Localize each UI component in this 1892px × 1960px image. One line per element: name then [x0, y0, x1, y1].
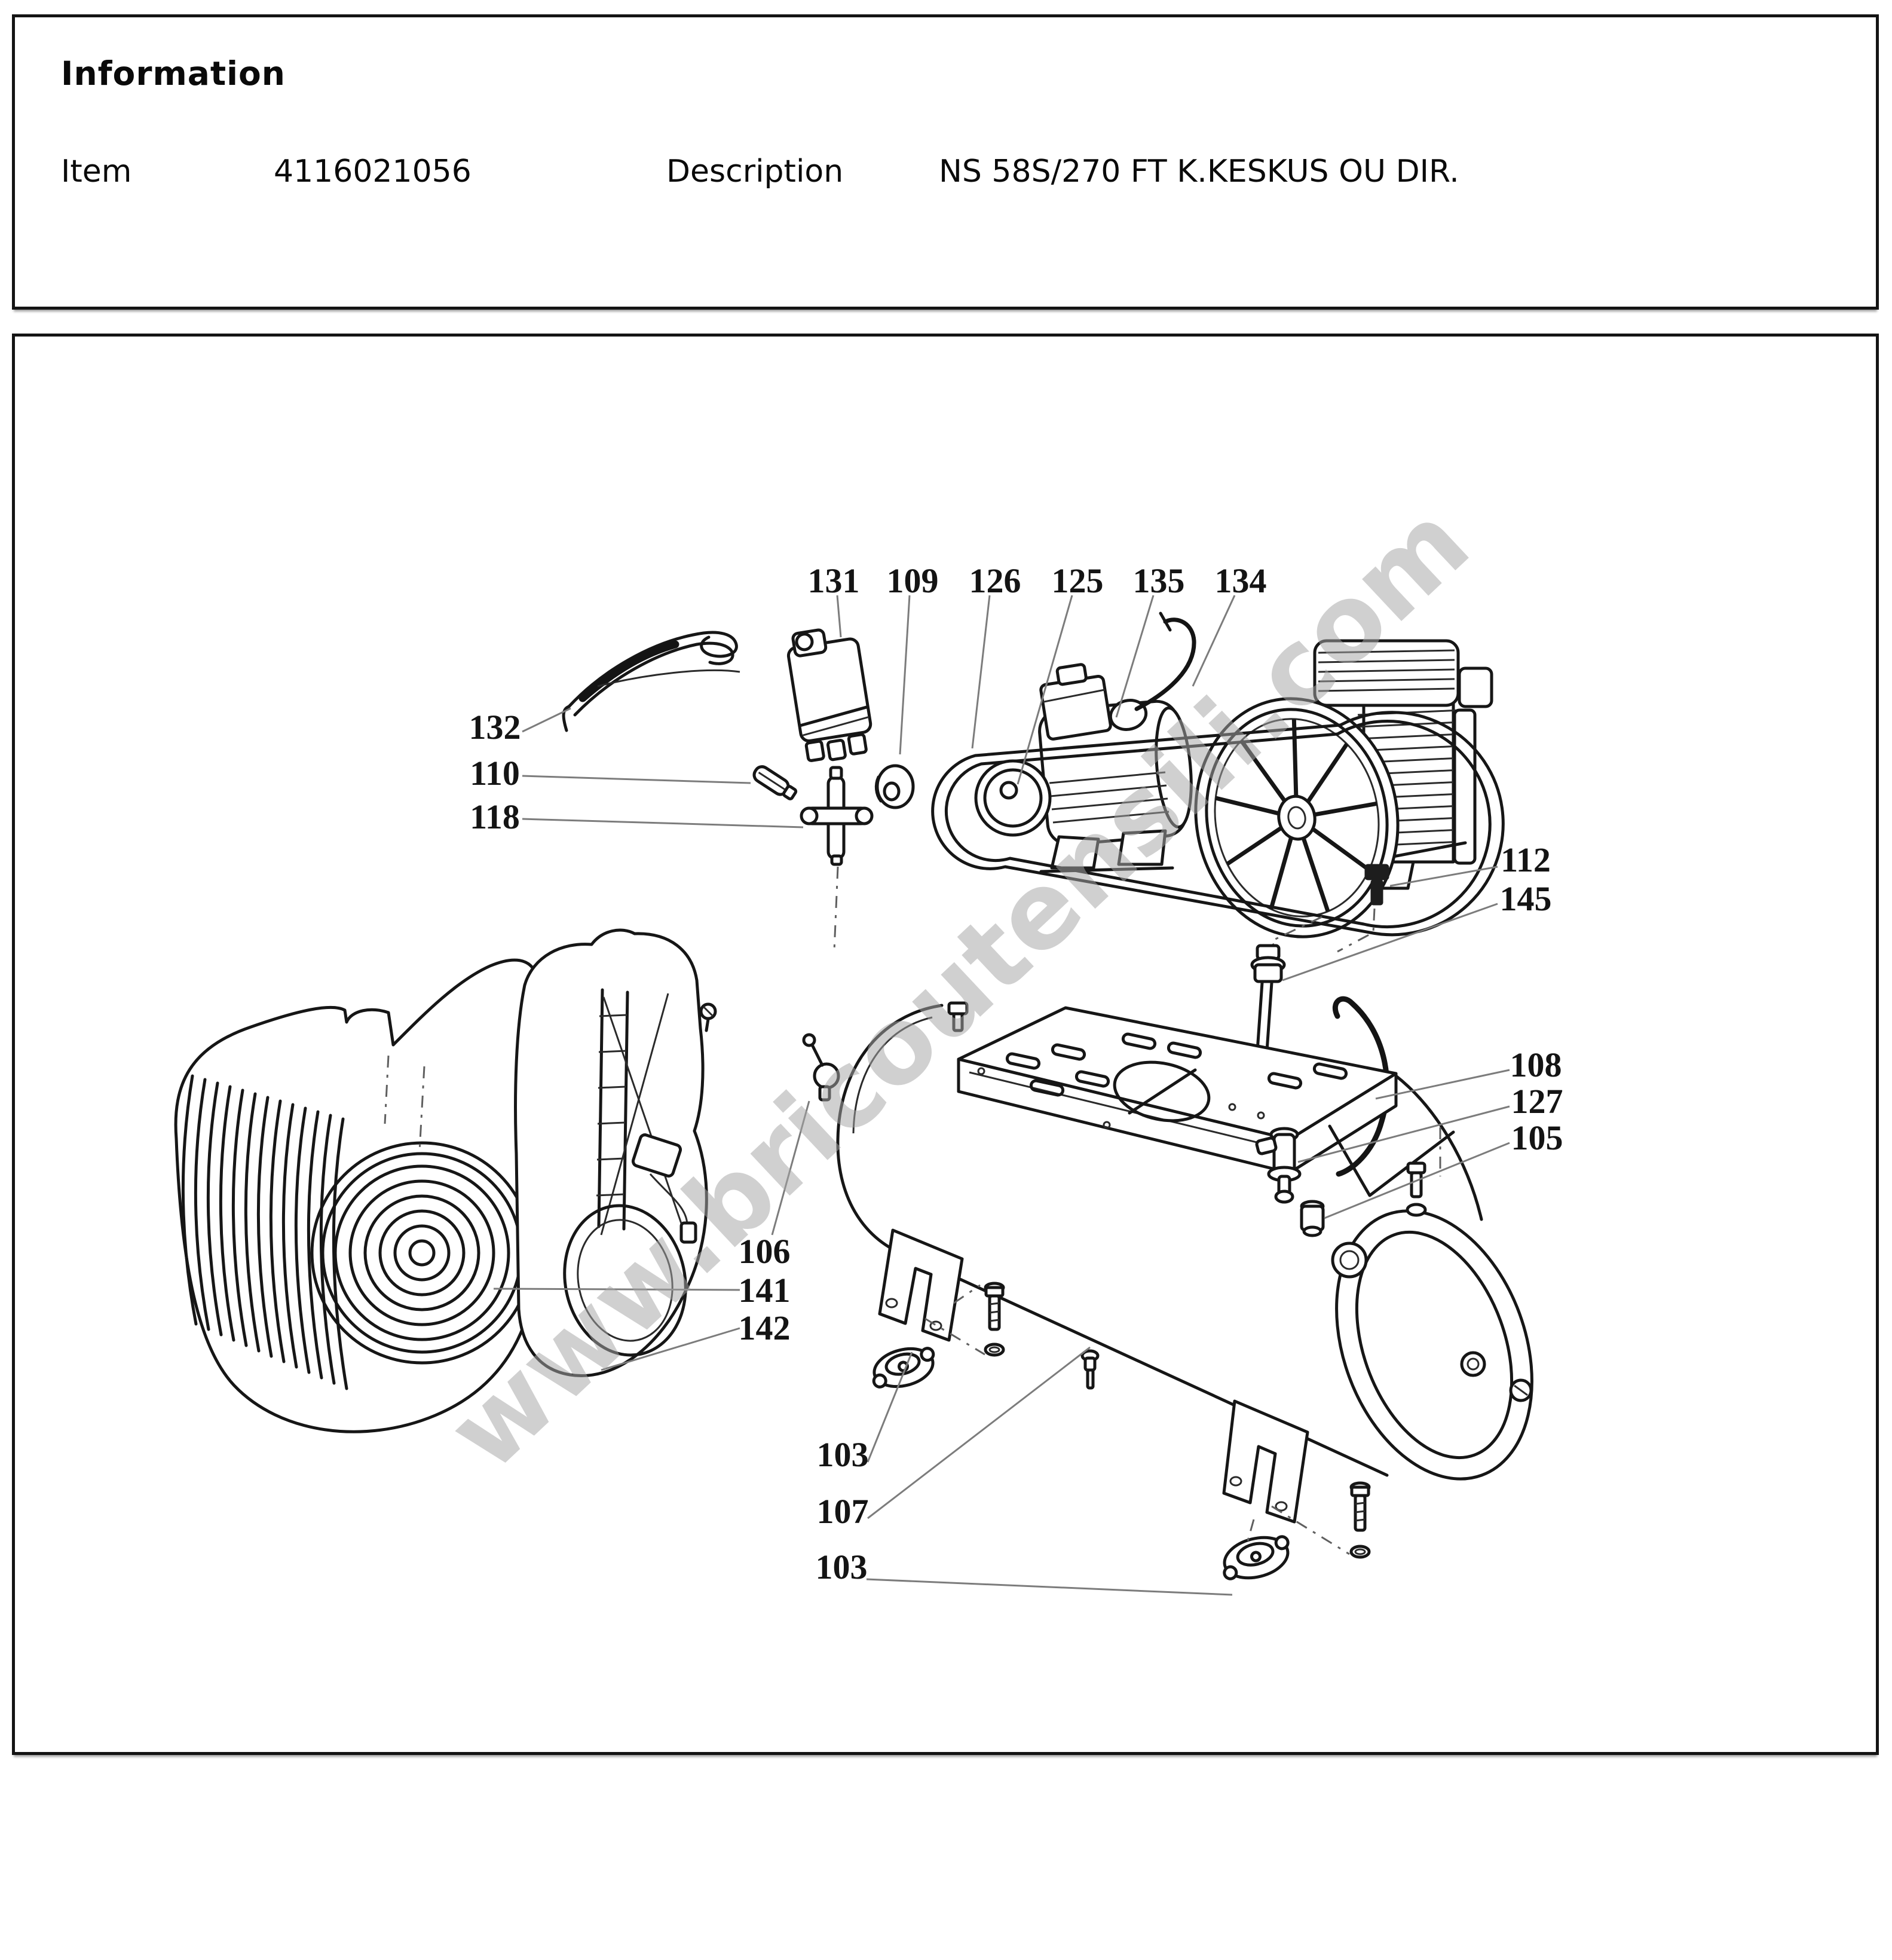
platform-slots	[1005, 1032, 1348, 1097]
pump-bolt	[1364, 864, 1389, 906]
panel-title: Information	[61, 54, 286, 93]
callout-112: 112	[1501, 840, 1551, 879]
callout-145: 145	[1500, 879, 1552, 918]
description-value: NS 58S/270 FT K.KESKUS OU DIR.	[939, 154, 1459, 189]
leader-lines	[493, 595, 1510, 1596]
callout-110: 110	[470, 754, 520, 793]
callout-103-b: 103	[816, 1548, 868, 1586]
callout-105: 105	[1511, 1118, 1563, 1157]
terminal-box	[1039, 663, 1112, 741]
mounting-platform	[947, 1001, 1455, 1197]
callout-132: 132	[469, 708, 521, 747]
rubber-foot-rear	[1223, 1535, 1290, 1580]
callout-126: 126	[969, 561, 1021, 600]
pressure-switch	[786, 628, 872, 762]
callout-106: 106	[739, 1232, 791, 1271]
callout-134: 134	[1215, 561, 1267, 600]
leg-bolt-rear	[1349, 1481, 1371, 1559]
pump-unit	[1313, 639, 1493, 890]
callout-141: 141	[739, 1271, 791, 1310]
nipple-fitting	[1300, 1200, 1325, 1237]
callout-103-a: 103	[817, 1435, 869, 1474]
drive-belt	[931, 711, 1505, 937]
tank-cap	[1331, 1242, 1368, 1279]
platform-bolt-pair	[1406, 1161, 1427, 1217]
tank-bolt-107	[1080, 1349, 1100, 1390]
description-label: Description	[666, 154, 844, 189]
cover-screw	[699, 1002, 717, 1032]
callout-131: 131	[808, 561, 860, 600]
callout-127: 127	[1511, 1082, 1563, 1121]
rear-leg	[1222, 1399, 1309, 1524]
air-tank	[836, 1004, 1533, 1481]
rubber-foot-front	[872, 1347, 935, 1389]
information-panel: Information Item 4116021056 Description …	[12, 14, 1879, 310]
front-leg	[878, 1228, 964, 1342]
switch-button	[874, 764, 915, 809]
callout-125: 125	[1052, 561, 1104, 600]
callout-118: 118	[470, 797, 520, 836]
cross-fitting	[800, 766, 874, 866]
item-value: 4116021056	[274, 154, 472, 189]
callout-108: 108	[1510, 1045, 1562, 1084]
callout-107: 107	[817, 1492, 869, 1531]
leg-bolt-front	[984, 1282, 1005, 1357]
motor-pulley	[974, 759, 1052, 837]
cover-vent-slats	[181, 1074, 348, 1390]
rear-cover	[514, 928, 717, 1377]
callout-109: 109	[887, 561, 939, 600]
small-fitting	[752, 765, 798, 800]
outlet-elbow	[1255, 1127, 1302, 1204]
power-cable	[562, 631, 740, 732]
front-cover	[174, 958, 543, 1433]
callout-142: 142	[739, 1308, 791, 1347]
motor-cable	[1134, 611, 1196, 711]
callout-135: 135	[1133, 561, 1185, 600]
delivery-hose	[1332, 996, 1390, 1177]
item-label: Item	[61, 154, 132, 189]
callouts: 131 109 126 125 135 134 132 110 118 112 …	[469, 561, 1563, 1586]
drain-tap	[802, 1033, 840, 1102]
